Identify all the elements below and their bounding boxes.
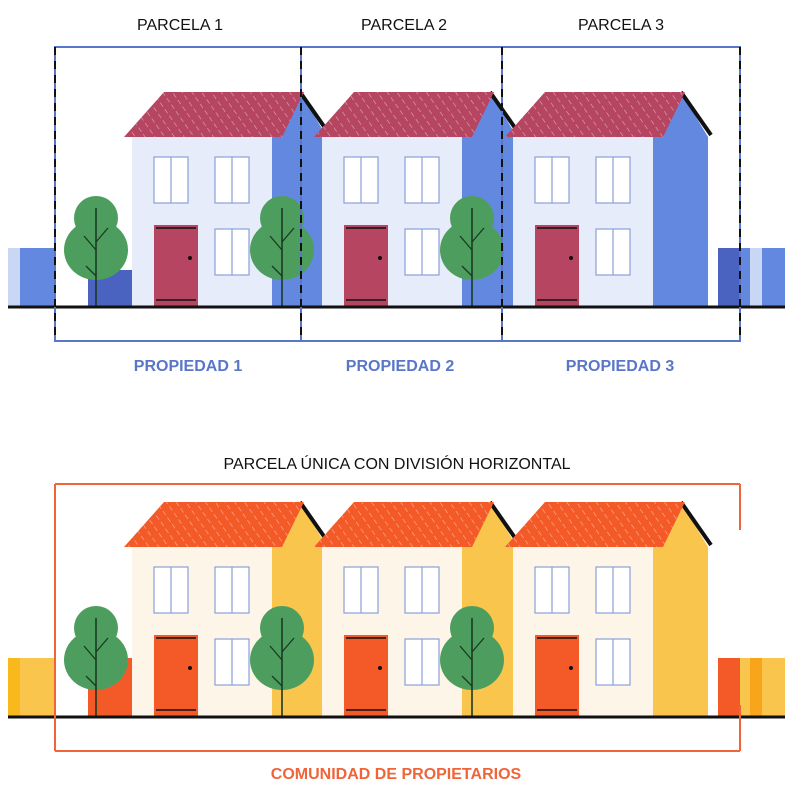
tree-branch — [95, 637, 109, 653]
tree-branch — [271, 675, 283, 687]
tree-1 — [64, 606, 128, 716]
tree-branch — [85, 265, 97, 277]
tree-3 — [440, 606, 504, 716]
tree-branch — [471, 637, 485, 653]
tree-2 — [250, 196, 314, 306]
house-1 — [124, 90, 332, 306]
tree-branch — [83, 645, 97, 661]
window — [214, 566, 250, 614]
house-door — [154, 635, 198, 716]
house-side-wall — [648, 502, 708, 716]
house-door — [344, 225, 388, 306]
right-fence-bottom — [718, 658, 785, 716]
tree-branch — [269, 645, 283, 661]
tree-branch — [281, 227, 295, 243]
house-1 — [124, 500, 332, 716]
roof-edge — [679, 500, 713, 547]
window — [595, 156, 631, 204]
window — [534, 566, 570, 614]
house-3 — [505, 500, 713, 716]
property-boundaries — [54, 47, 741, 341]
window — [343, 156, 379, 204]
tree-branch — [471, 227, 485, 243]
house-facade — [132, 137, 272, 306]
window — [404, 638, 440, 686]
door-knob — [569, 666, 573, 670]
window — [595, 228, 631, 276]
tree-branch — [269, 235, 283, 251]
parcel-label-2: PARCELA 2 — [361, 17, 447, 34]
roof-texture — [505, 92, 685, 137]
property-label-3: PROPIEDAD 3 — [566, 358, 675, 375]
roof-texture — [124, 92, 304, 137]
tree-branch — [83, 235, 97, 251]
top-scene: PARCELA 1 PARCELA 2 PARCELA 3 PROPIEDAD … — [8, 17, 785, 375]
tree-3 — [440, 196, 504, 306]
door-knob — [188, 256, 192, 260]
window — [343, 566, 379, 614]
tree-2 — [250, 606, 314, 716]
house-door — [535, 635, 579, 716]
house-facade — [322, 137, 462, 306]
tree-branch — [459, 235, 473, 251]
door-knob — [378, 256, 382, 260]
tree-branch — [461, 675, 473, 687]
window — [595, 638, 631, 686]
tree-branch — [459, 645, 473, 661]
parcel-label-1: PARCELA 1 — [137, 17, 223, 34]
window — [153, 566, 189, 614]
house-facade — [513, 137, 653, 306]
single-parcel-frame — [54, 483, 741, 752]
roof-edge — [679, 90, 713, 137]
house-facade — [322, 547, 462, 716]
roof-texture — [314, 92, 494, 137]
window — [404, 228, 440, 276]
tree-1 — [64, 196, 128, 306]
window — [404, 156, 440, 204]
roof-texture — [505, 502, 685, 547]
single-parcel-title: PARCELA ÚNICA CON DIVISIÓN HORIZONTAL — [223, 454, 570, 473]
tree-branch — [281, 637, 295, 653]
window — [153, 156, 189, 204]
tree-branch — [271, 265, 283, 277]
right-fence — [718, 248, 785, 306]
door-knob — [569, 256, 573, 260]
tree-branch — [95, 227, 109, 243]
house-side-wall — [648, 92, 708, 306]
window — [595, 566, 631, 614]
window — [404, 566, 440, 614]
tree-branch — [85, 675, 97, 687]
bottom-scene: PARCELA ÚNICA CON DIVISIÓN HORIZONTAL CO… — [8, 454, 785, 783]
property-label-2: PROPIEDAD 2 — [346, 358, 455, 375]
house-door — [154, 225, 198, 306]
door-knob — [378, 666, 382, 670]
property-label-1: PROPIEDAD 1 — [134, 358, 243, 375]
house-facade — [513, 547, 653, 716]
roof-texture — [314, 502, 494, 547]
tree-branch — [461, 265, 473, 277]
roof-texture — [124, 502, 304, 547]
house-door — [344, 635, 388, 716]
community-caption: COMUNIDAD DE PROPIETARIOS — [271, 766, 522, 783]
window — [214, 228, 250, 276]
house-door — [535, 225, 579, 306]
parcel-label-3: PARCELA 3 — [578, 17, 664, 34]
window — [214, 156, 250, 204]
door-knob — [188, 666, 192, 670]
house-3 — [505, 90, 713, 306]
house-facade — [132, 547, 272, 716]
window — [214, 638, 250, 686]
window — [534, 156, 570, 204]
